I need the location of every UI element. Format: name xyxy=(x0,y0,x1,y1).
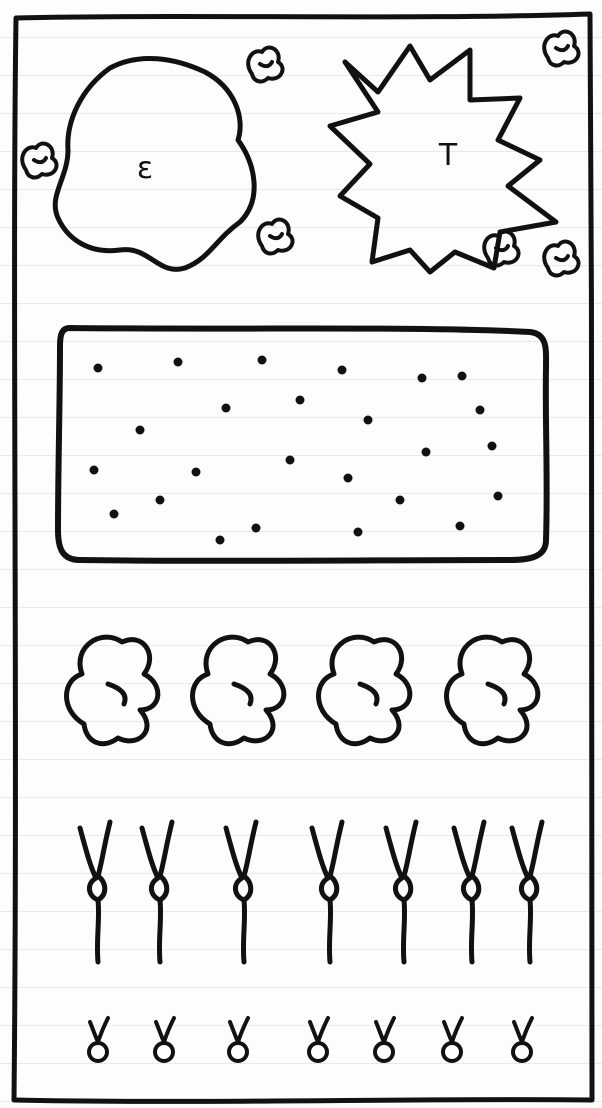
bed-dot xyxy=(222,404,231,413)
small-plant-stem xyxy=(310,1018,328,1042)
bed-dot xyxy=(174,358,183,367)
small-plant-bulb xyxy=(513,1043,531,1061)
small-plant-stem xyxy=(90,1018,108,1042)
bed-dot xyxy=(252,524,261,533)
bed-dot xyxy=(286,456,295,465)
bed-dot xyxy=(458,372,467,381)
tall-plant xyxy=(454,822,484,962)
tall-plant xyxy=(386,822,416,962)
tall-plant xyxy=(80,822,110,962)
small-plant-bulb xyxy=(309,1043,327,1061)
small-shrub xyxy=(258,219,292,253)
bed-dot xyxy=(94,364,103,373)
bush xyxy=(319,637,410,744)
spiky-canopy-shape: T xyxy=(330,46,556,272)
spiky-canopy-label: T xyxy=(438,138,458,173)
bed-dot xyxy=(494,492,503,501)
bed-dot xyxy=(396,496,405,505)
small-plant-bulb xyxy=(155,1043,173,1061)
bed-dot xyxy=(296,396,305,405)
bed-dot xyxy=(418,374,427,383)
bed-dot xyxy=(136,426,145,435)
bushes-row xyxy=(67,637,538,744)
bed-dot xyxy=(110,510,119,519)
bush xyxy=(67,637,158,744)
small-shrub xyxy=(248,47,282,81)
bed-dots xyxy=(90,356,503,545)
tall-plant xyxy=(226,822,256,962)
bed-dot xyxy=(476,406,485,415)
small-plant-bulb xyxy=(375,1043,393,1061)
bed-dot xyxy=(354,528,363,537)
bed-dot xyxy=(456,522,465,531)
bed-dot xyxy=(258,356,267,365)
bed-dot xyxy=(488,442,497,451)
small-plants-row xyxy=(89,1018,532,1061)
bed-dot xyxy=(90,466,99,475)
tall-plant xyxy=(312,822,342,962)
small-shrubs xyxy=(22,31,578,275)
bed-dot xyxy=(422,448,431,457)
small-shrub xyxy=(544,31,578,65)
round-canopy-shape: ε xyxy=(55,58,254,269)
bed-dot xyxy=(192,468,201,477)
bush xyxy=(193,637,284,744)
bed-dot xyxy=(216,536,225,545)
bush xyxy=(447,637,538,744)
small-shrub xyxy=(22,143,56,177)
bed-dot xyxy=(338,366,347,375)
bed-dot xyxy=(344,474,353,483)
round-canopy-label: ε xyxy=(137,151,153,186)
tall-plant xyxy=(512,822,542,962)
tall-plants-row xyxy=(80,822,542,962)
small-plant-bulb xyxy=(443,1043,461,1061)
small-plant-stem xyxy=(156,1018,174,1042)
small-plant-stem xyxy=(514,1018,532,1042)
bed-dot xyxy=(364,416,373,425)
small-plant-bulb xyxy=(229,1043,247,1061)
tall-plant xyxy=(142,822,172,962)
small-plant-stem xyxy=(230,1018,248,1042)
small-plant-stem xyxy=(444,1018,462,1042)
small-shrub xyxy=(544,241,578,275)
dotted-bed xyxy=(58,328,547,561)
small-plant-stem xyxy=(376,1018,394,1042)
small-plant-bulb xyxy=(89,1043,107,1061)
bed-dot xyxy=(156,496,165,505)
